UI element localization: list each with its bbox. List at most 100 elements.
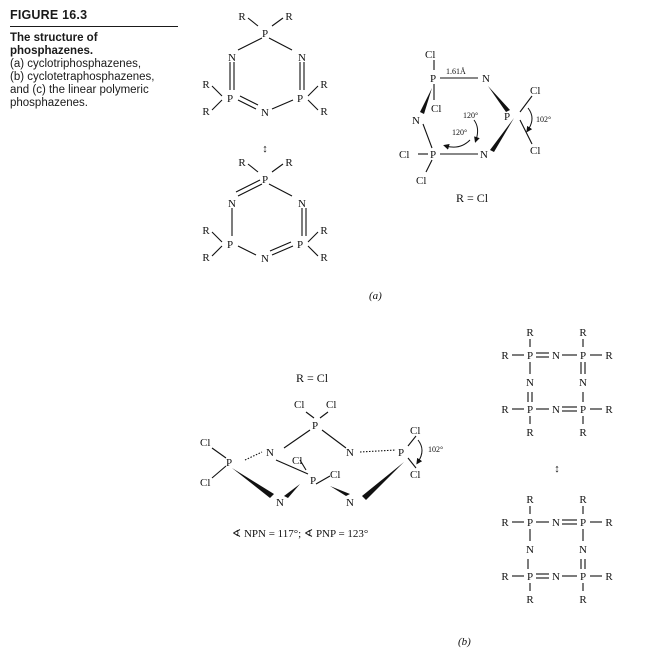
atom-N: N: [482, 73, 490, 85]
bond-length-label: 1.61Å: [446, 67, 466, 76]
atom-P: P: [430, 149, 436, 161]
atom-R: R: [579, 494, 587, 506]
atom-R: R: [202, 106, 210, 118]
atom-R: R: [605, 571, 613, 583]
cyclotriphosphazene-ring-form-2: P N N P P N R R R R R R: [202, 157, 328, 265]
atom-Cl: Cl: [425, 49, 435, 61]
atom-N: N: [526, 544, 534, 556]
caption-line-a: (a) cyclotriphosphazenes,: [10, 58, 142, 70]
angle-120-upper: 120°: [463, 111, 478, 120]
caption-line-b: (b) cyclotetraphosphazenes,: [10, 71, 155, 83]
atom-R: R: [238, 157, 246, 169]
atom-Cl: Cl: [530, 85, 540, 97]
atom-N: N: [552, 517, 560, 529]
atom-N: N: [261, 253, 269, 265]
r-equals-cl-a: R = Cl: [456, 191, 489, 205]
atom-R: R: [320, 225, 328, 237]
atom-R: R: [202, 225, 210, 237]
atom-R: R: [320, 106, 328, 118]
atom-N: N: [266, 447, 274, 459]
resonance-arrow-b: ↕: [554, 463, 560, 475]
atom-P: P: [580, 404, 586, 416]
atom-N: N: [526, 377, 534, 389]
r-equals-cl-b: R = Cl: [296, 371, 329, 385]
cyclotetraphosphazene-ring-form-1: R R R P N P R N N R P N P R R R: [501, 327, 613, 439]
atom-N: N: [228, 52, 236, 64]
atom-R: R: [526, 594, 534, 606]
cyclotetraphosphazene-ring-form-2: R R R P N P R N N R P N P R R R: [501, 494, 613, 606]
atom-Cl: Cl: [399, 149, 409, 161]
atom-P: P: [580, 350, 586, 362]
atom-R: R: [202, 79, 210, 91]
atom-R: R: [579, 594, 587, 606]
atom-R: R: [605, 350, 613, 362]
atom-P: P: [312, 420, 318, 432]
atom-R: R: [320, 79, 328, 91]
atom-R: R: [605, 404, 613, 416]
atom-R: R: [501, 517, 509, 529]
atom-Cl: Cl: [292, 455, 302, 467]
atom-N: N: [412, 115, 420, 127]
atom-N: N: [346, 497, 354, 509]
atom-N: N: [228, 198, 236, 210]
atom-P: P: [580, 517, 586, 529]
atom-N: N: [579, 377, 587, 389]
atom-Cl: Cl: [416, 175, 426, 187]
atom-P: P: [580, 571, 586, 583]
atom-N: N: [552, 571, 560, 583]
atom-N: N: [298, 198, 306, 210]
atom-R: R: [526, 327, 534, 339]
atom-Cl: Cl: [200, 477, 210, 489]
atom-Cl: Cl: [330, 469, 340, 481]
atom-R: R: [605, 517, 613, 529]
atom-P: P: [527, 571, 533, 583]
p4n4cl8-perspective: R = Cl Cl Cl P Cl N Cl N P Cl 102° P P C…: [200, 371, 443, 540]
atom-R: R: [285, 157, 293, 169]
atom-N: N: [346, 447, 354, 459]
atom-R: R: [526, 427, 534, 439]
atom-P: P: [227, 239, 233, 251]
atom-Cl: Cl: [410, 469, 420, 481]
angle-102-b: 102°: [428, 445, 443, 454]
caption-line-c: and (c) the linear polymeric phosphazene…: [10, 84, 149, 109]
atom-N: N: [480, 149, 488, 161]
atom-P: P: [527, 517, 533, 529]
caption-title: The structure of phosphazenes.: [10, 32, 98, 57]
atom-P: P: [527, 350, 533, 362]
atom-R: R: [238, 11, 246, 23]
atom-Cl: Cl: [410, 425, 420, 437]
atom-P: P: [297, 93, 303, 105]
atom-P: P: [527, 404, 533, 416]
atom-P: P: [226, 457, 232, 469]
atom-Cl: Cl: [431, 103, 441, 115]
atom-Cl: Cl: [326, 399, 336, 411]
atom-R: R: [579, 427, 587, 439]
atom-P: P: [398, 447, 404, 459]
part-b-label: (b): [458, 636, 471, 648]
atom-R: R: [501, 571, 509, 583]
atom-R: R: [501, 404, 509, 416]
atom-Cl: Cl: [200, 437, 210, 449]
atom-N: N: [276, 497, 284, 509]
atom-P: P: [504, 111, 510, 123]
atom-R: R: [285, 11, 293, 23]
atom-P: P: [262, 28, 268, 40]
cyclotriphosphazene-ring-form-1: P N N P P N R R R R R R: [202, 11, 328, 119]
figure-caption: FIGURE 16.3 The structure of phosphazene…: [10, 8, 178, 110]
angle-120-lower: 120°: [452, 128, 467, 137]
angle-102-a: 102°: [536, 115, 551, 124]
atom-Cl: Cl: [294, 399, 304, 411]
atom-N: N: [552, 404, 560, 416]
atom-R: R: [320, 252, 328, 264]
atom-P: P: [297, 239, 303, 251]
atom-P: P: [310, 475, 316, 487]
atom-P: P: [430, 73, 436, 85]
atom-N: N: [552, 350, 560, 362]
atom-R: R: [526, 494, 534, 506]
bond-angles-label: ∢ NPN = 117°; ∢ PNP = 123°: [232, 528, 368, 540]
atom-R: R: [579, 327, 587, 339]
atom-N: N: [579, 544, 587, 556]
atom-R: R: [501, 350, 509, 362]
atom-P: P: [227, 93, 233, 105]
